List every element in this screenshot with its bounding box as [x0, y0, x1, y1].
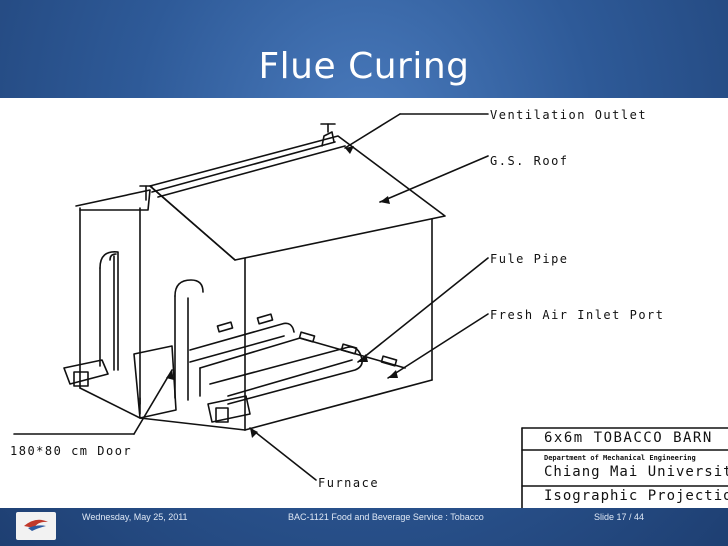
title-block-university: Chiang Mai University	[544, 464, 728, 480]
footer-date: Wednesday, May 25, 2011	[82, 512, 188, 522]
footer-slide-number: Slide 17 / 44	[594, 512, 645, 522]
callout-furnace: Furnace	[318, 476, 380, 490]
callout-door: 180*80 cm Door	[10, 444, 133, 458]
lavasa-bird-icon	[24, 519, 48, 531]
title-block-department: Department of Mechanical Engineering	[544, 454, 696, 462]
callout-flue-pipe: Fule Pipe	[490, 252, 569, 266]
lavasa-logo	[16, 512, 56, 540]
title-block-barn: 6x6m TOBACCO BARN	[544, 430, 713, 446]
footer-course: BAC-1121 Food and Beverage Service : Tob…	[288, 512, 484, 522]
slide-title: Flue Curing	[258, 46, 470, 87]
callout-fresh-air-inlet: Fresh Air Inlet Port	[490, 308, 665, 322]
barn-diagram: Ventilation Outlet G.S. Roof Fule Pipe F…	[0, 98, 728, 508]
title-block-projection: Isographic Projection	[544, 488, 728, 504]
callout-gs-roof: G.S. Roof	[490, 154, 569, 168]
barn-drawing	[13, 113, 728, 508]
callout-ventilation-outlet: Ventilation Outlet	[490, 108, 648, 122]
drawing-title-block: 6x6m TOBACCO BARN Department of Mechanic…	[540, 424, 728, 508]
